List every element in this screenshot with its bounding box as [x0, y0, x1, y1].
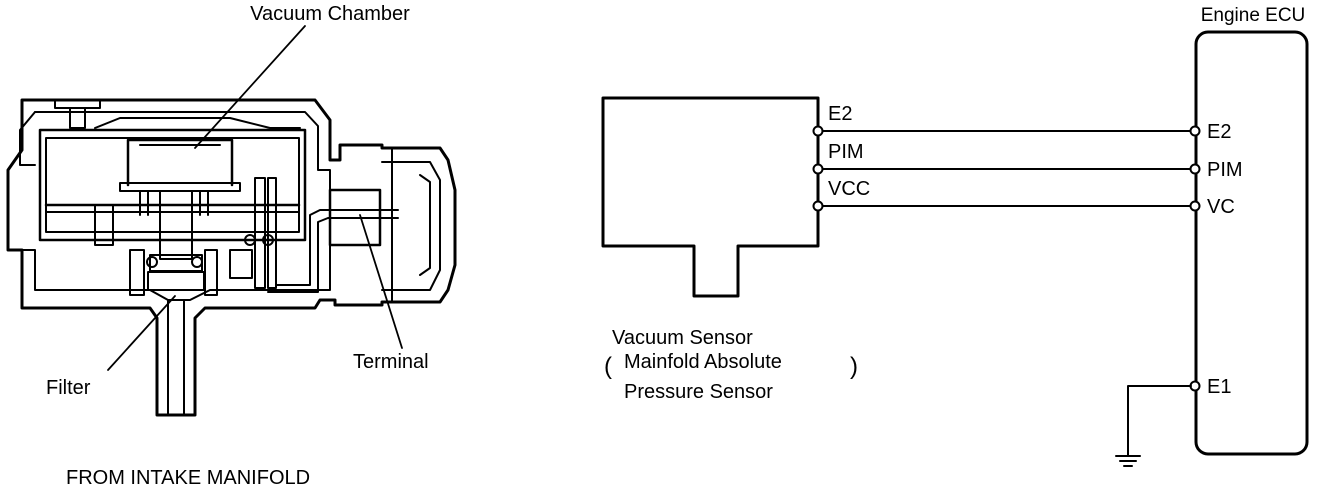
sensor-pin-e2: [812, 125, 824, 137]
caption-from-intake-manifold: FROM INTAKE MANIFOLD: [66, 467, 310, 488]
ecu-pin-pim: [1189, 163, 1201, 175]
ground-wire: [1127, 385, 1192, 456]
label-vacuum-chamber: Vacuum Chamber: [250, 3, 410, 25]
ecu-pin-vc: [1189, 200, 1201, 212]
sensor-pin-label-pim: PIM: [828, 141, 864, 163]
sensor-paren-close: ): [850, 353, 858, 380]
engine-ecu-block: [1194, 30, 1309, 456]
ecu-pin-label-pim: PIM: [1207, 159, 1243, 181]
sensor-pin-pim: [812, 163, 824, 175]
sensor-name-line3: Pressure Sensor: [624, 381, 773, 403]
sensor-pin-vcc: [812, 200, 824, 212]
vacuum-sensor-block: [601, 96, 820, 298]
ecu-pin-label-vc: VC: [1207, 196, 1235, 218]
ecu-pin-label-e1: E1: [1207, 376, 1231, 398]
label-filter: Filter: [46, 377, 91, 399]
sensor-cutaway-drawing: [6, 25, 457, 417]
label-terminal: Terminal: [353, 351, 429, 373]
sensor-pin-label-vcc: VCC: [828, 178, 870, 200]
ecu-pin-label-e2: E2: [1207, 121, 1231, 143]
sensor-name-line1: Vacuum Sensor: [612, 327, 753, 349]
sensor-housing: [6, 98, 457, 417]
sensor-name-line2: Mainfold Absolute: [624, 351, 782, 373]
sensor-paren-open: (: [604, 353, 612, 380]
ecu-title: Engine ECU: [1201, 5, 1306, 26]
sensor-pin-label-e2: E2: [828, 103, 852, 125]
ground-symbol-icon: [1115, 455, 1141, 467]
wiring-diagram: [601, 30, 1309, 467]
ecu-pin-e2: [1189, 125, 1201, 137]
